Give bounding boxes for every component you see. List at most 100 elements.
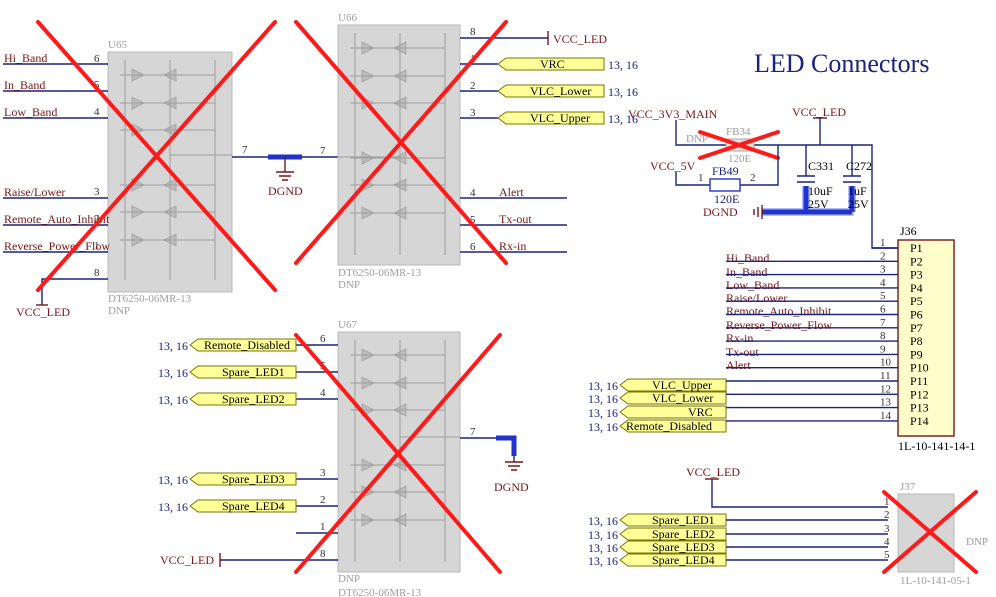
net-remote-auto-inhibit[interactable]: Remote_Auto_Inhibit: [4, 212, 110, 226]
u67-pin1: 1: [320, 521, 326, 533]
u67-vcc-label: VCC_LED: [160, 553, 214, 567]
port-spare-led4-j37[interactable]: Spare_LED4 13, 16: [588, 553, 727, 568]
j36-pin-label[interactable]: P6: [910, 308, 923, 322]
j36-pin-label[interactable]: P14: [910, 414, 929, 428]
port-spare-led1-u67[interactable]: Spare_LED1 13, 16: [158, 365, 297, 380]
u67-part: DT6250-06MR-13: [338, 587, 422, 597]
fb49-pin2: 2: [750, 172, 756, 184]
j37-pin-number: 5: [884, 549, 890, 561]
u66-vcc-label: VCC_LED: [553, 32, 607, 46]
j36-net-rx-in[interactable]: Rx-in: [726, 331, 753, 345]
dgnd2-symbol: [505, 461, 523, 471]
net-in-band[interactable]: In_Band: [4, 78, 45, 92]
connector-j37[interactable]: J37 DNP 1L-10-141-05-1: [897, 481, 988, 587]
dgnd3-symbol: [753, 205, 763, 219]
port-spare-led3-u67[interactable]: Spare_LED3 13, 16: [158, 472, 297, 487]
net-low-band[interactable]: Low_Band: [4, 105, 57, 119]
j36-net-low-band[interactable]: Low_Band: [726, 278, 779, 292]
chip-u66[interactable]: U66 DT6250-06MR-13 DNP 8 1 2 3 7 4 5 6: [320, 12, 476, 291]
j36-net-raise-lower[interactable]: Raise/Lower: [726, 291, 787, 305]
j36-net-remote-auto-inhibit[interactable]: Remote_Auto_Inhibit: [726, 304, 832, 318]
port-remote-disabled-u67-label: Remote_Disabled: [204, 338, 290, 352]
j36-pin-label[interactable]: P13: [910, 401, 929, 415]
j36-net-reverse-power-flow[interactable]: Reverse_Power_Flow: [726, 318, 832, 332]
j36-net-in-band[interactable]: In_Band: [726, 265, 767, 279]
port-vrc-u66[interactable]: VRC 13, 16: [497, 57, 638, 72]
port-spare-led4-j37-sheet: 13, 16: [588, 554, 618, 568]
port-spare-led4-u67[interactable]: Spare_LED4 13, 16: [158, 499, 297, 514]
port-spare-led1-j37[interactable]: Spare_LED1 13, 16: [588, 513, 727, 528]
j36-pin-label[interactable]: P5: [910, 294, 923, 308]
j36-pin-label[interactable]: P4: [910, 281, 923, 295]
c272-ref: C272: [846, 159, 872, 173]
port-remote-disabled-j36[interactable]: Remote_Disabled 13, 16: [588, 419, 727, 434]
net-raise-lower[interactable]: Raise/Lower: [4, 185, 65, 199]
port-vlc-upper-j36-sheet: 13, 16: [588, 379, 618, 393]
j36-net-tx-out[interactable]: Tx-out: [726, 345, 759, 359]
net-hi-band[interactable]: Hi_Band: [4, 51, 47, 65]
j36-pin-label[interactable]: P7: [910, 321, 923, 335]
vcc-5v-label: VCC_5V: [650, 159, 696, 173]
j36-pin-number: 11: [880, 370, 891, 382]
j37-pin-number: 2: [884, 509, 890, 521]
j36-pin-label[interactable]: P9: [910, 347, 923, 361]
j36-pin-label[interactable]: P2: [910, 254, 923, 268]
j36-pin-label[interactable]: P1: [910, 241, 923, 255]
port-spare-led3-u67-label: Spare_LED3: [222, 472, 285, 486]
u65-pin1: 1: [94, 240, 100, 252]
u66-cross: [294, 20, 508, 265]
u65-vcc-wire: [41, 278, 108, 305]
j37-part: 1L-10-141-05-1: [900, 575, 971, 587]
j36-ref: J36: [900, 224, 917, 238]
port-spare-led1-j37-sheet: 13, 16: [588, 514, 618, 528]
fb34-cross: [698, 130, 780, 160]
u65-cross: [36, 20, 277, 292]
port-spare-led2-u67-sheet: 13, 16: [158, 393, 188, 407]
j36-pin-label[interactable]: P11: [910, 374, 928, 388]
vcc-3v3-label: VCC_3V3_MAIN: [628, 107, 718, 121]
port-spare-led4-u67-label: Spare_LED4: [222, 499, 285, 513]
u65-pin4: 4: [94, 106, 100, 118]
power-rail-wire: [675, 118, 898, 249]
port-vlc-lower-j36-label: VLC_Lower: [652, 391, 713, 405]
j36-pin-number: 6: [880, 304, 886, 316]
port-spare-led3-j37-sheet: 13, 16: [588, 541, 618, 555]
u65-status: DNP: [108, 305, 130, 317]
net-tx-out-u66[interactable]: Tx-out: [499, 212, 532, 226]
port-spare-led2-j37[interactable]: Spare_LED2 13, 16: [588, 527, 727, 542]
net-rx-in-u66[interactable]: Rx-in: [499, 239, 526, 253]
dgnd3-label: DGND: [703, 205, 738, 219]
port-vrc-j36-label: VRC: [688, 405, 713, 419]
net-alert-u66[interactable]: Alert: [499, 185, 524, 199]
u66-pin8: 8: [470, 26, 476, 38]
j36-pin-number: 12: [880, 383, 891, 395]
j36-pin-number: 8: [880, 330, 886, 342]
j36-net-hi-band[interactable]: Hi_Band: [726, 251, 769, 265]
j36-net-alert[interactable]: Alert: [726, 358, 751, 372]
u65-part: DT6250-06MR-13: [108, 293, 192, 305]
fb49-pin1: 1: [698, 172, 704, 184]
j36-pin-label[interactable]: P3: [910, 268, 923, 282]
port-spare-led3-j37[interactable]: Spare_LED3 13, 16: [588, 540, 727, 555]
port-remote-disabled-u67[interactable]: Remote_Disabled 13, 16: [158, 338, 297, 353]
port-vlc-upper-j36[interactable]: VLC_Upper 13, 16: [588, 378, 727, 393]
port-vlc-upper-j36-label: VLC_Upper: [652, 378, 712, 392]
j36-pin-label[interactable]: P8: [910, 334, 923, 348]
port-vrc-u66-sheet: 13, 16: [608, 58, 638, 72]
connector-j36[interactable]: J36 1L-10-141-14-1: [897, 224, 975, 453]
fb49-body: [709, 178, 741, 192]
port-vlc-lower-j36[interactable]: VLC_Lower 13, 16: [588, 391, 727, 406]
u67-status: DNP: [338, 573, 360, 585]
u65-pin5: 5: [94, 79, 100, 91]
j36-pin-label[interactable]: P10: [910, 361, 929, 375]
u65-pin6: 6: [94, 53, 100, 65]
port-vlc-upper-u66[interactable]: VLC_Upper 13, 16: [497, 111, 638, 126]
u66-pin7: 7: [320, 145, 326, 157]
net-reverse-power-flow[interactable]: Reverse_Power_Flow: [4, 239, 110, 253]
port-spare-led2-u67[interactable]: Spare_LED2 13, 16: [158, 392, 297, 407]
port-vlc-lower-u66[interactable]: VLC_Lower 13, 16: [497, 84, 638, 99]
chip-u67[interactable]: U67 6 5 4 3 2 1 7 8 DNP DT6250-06MR-13: [320, 319, 476, 597]
port-vrc-j36[interactable]: VRC 13, 16: [588, 405, 727, 420]
port-vlc-upper-u66-label: VLC_Upper: [530, 111, 590, 125]
j36-pin-label[interactable]: P12: [910, 387, 929, 401]
